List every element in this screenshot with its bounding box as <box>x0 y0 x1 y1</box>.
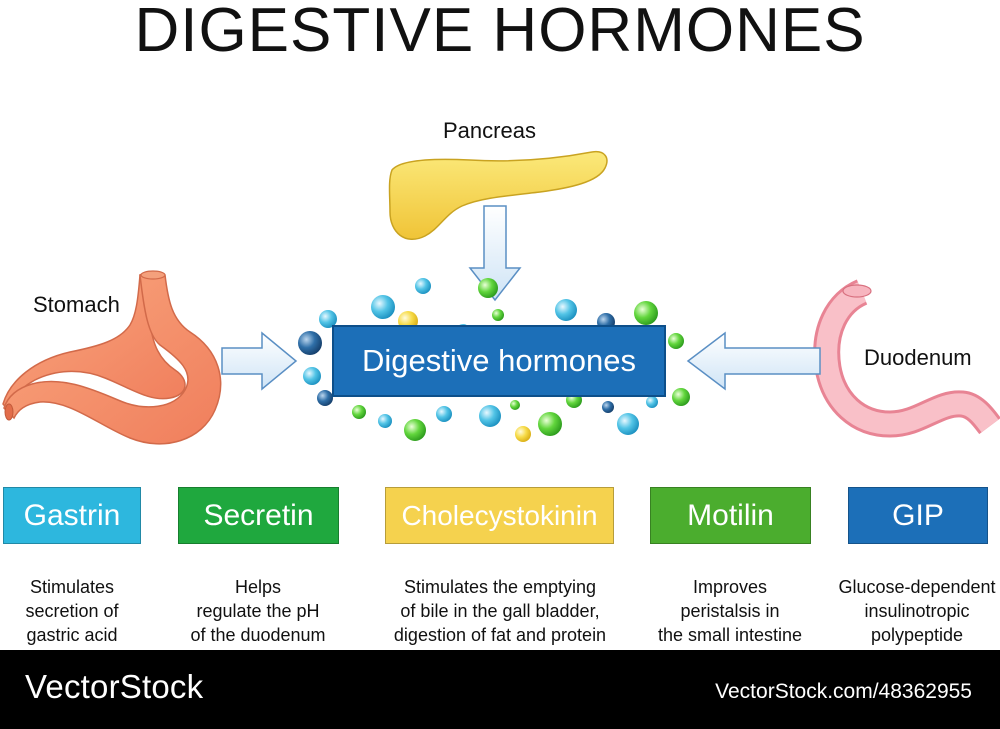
hormone-box-cholecystokinin: Cholecystokinin <box>385 487 614 544</box>
duodenum-organ <box>813 279 1000 438</box>
stomach-arrow <box>221 331 298 391</box>
hormone-box-gip: GIP <box>848 487 988 544</box>
duodenum-label: Duodenum <box>864 345 972 370</box>
hormone-box-motilin: Motilin <box>650 487 811 544</box>
pancreas-organ <box>388 150 608 241</box>
duodenum-arrow <box>686 331 821 391</box>
footer-bar: VectorStock VectorStock.com/48362955 <box>0 650 1000 729</box>
page-title: DIGESTIVE HORMONES <box>134 0 866 65</box>
pancreas-label: Pancreas <box>443 118 536 143</box>
vectorstock-logo: VectorStock <box>25 668 204 705</box>
stomach-label: Stomach <box>33 292 120 317</box>
pancreas-arrow <box>468 205 522 302</box>
digestive-hormones-box: Digestive hormones <box>332 325 666 397</box>
hormone-box-gastrin: Gastrin <box>3 487 141 544</box>
hormone-box-secretin: Secretin <box>178 487 339 544</box>
footer-url: VectorStock.com/48362955 <box>715 680 972 703</box>
stomach-organ <box>2 270 222 445</box>
